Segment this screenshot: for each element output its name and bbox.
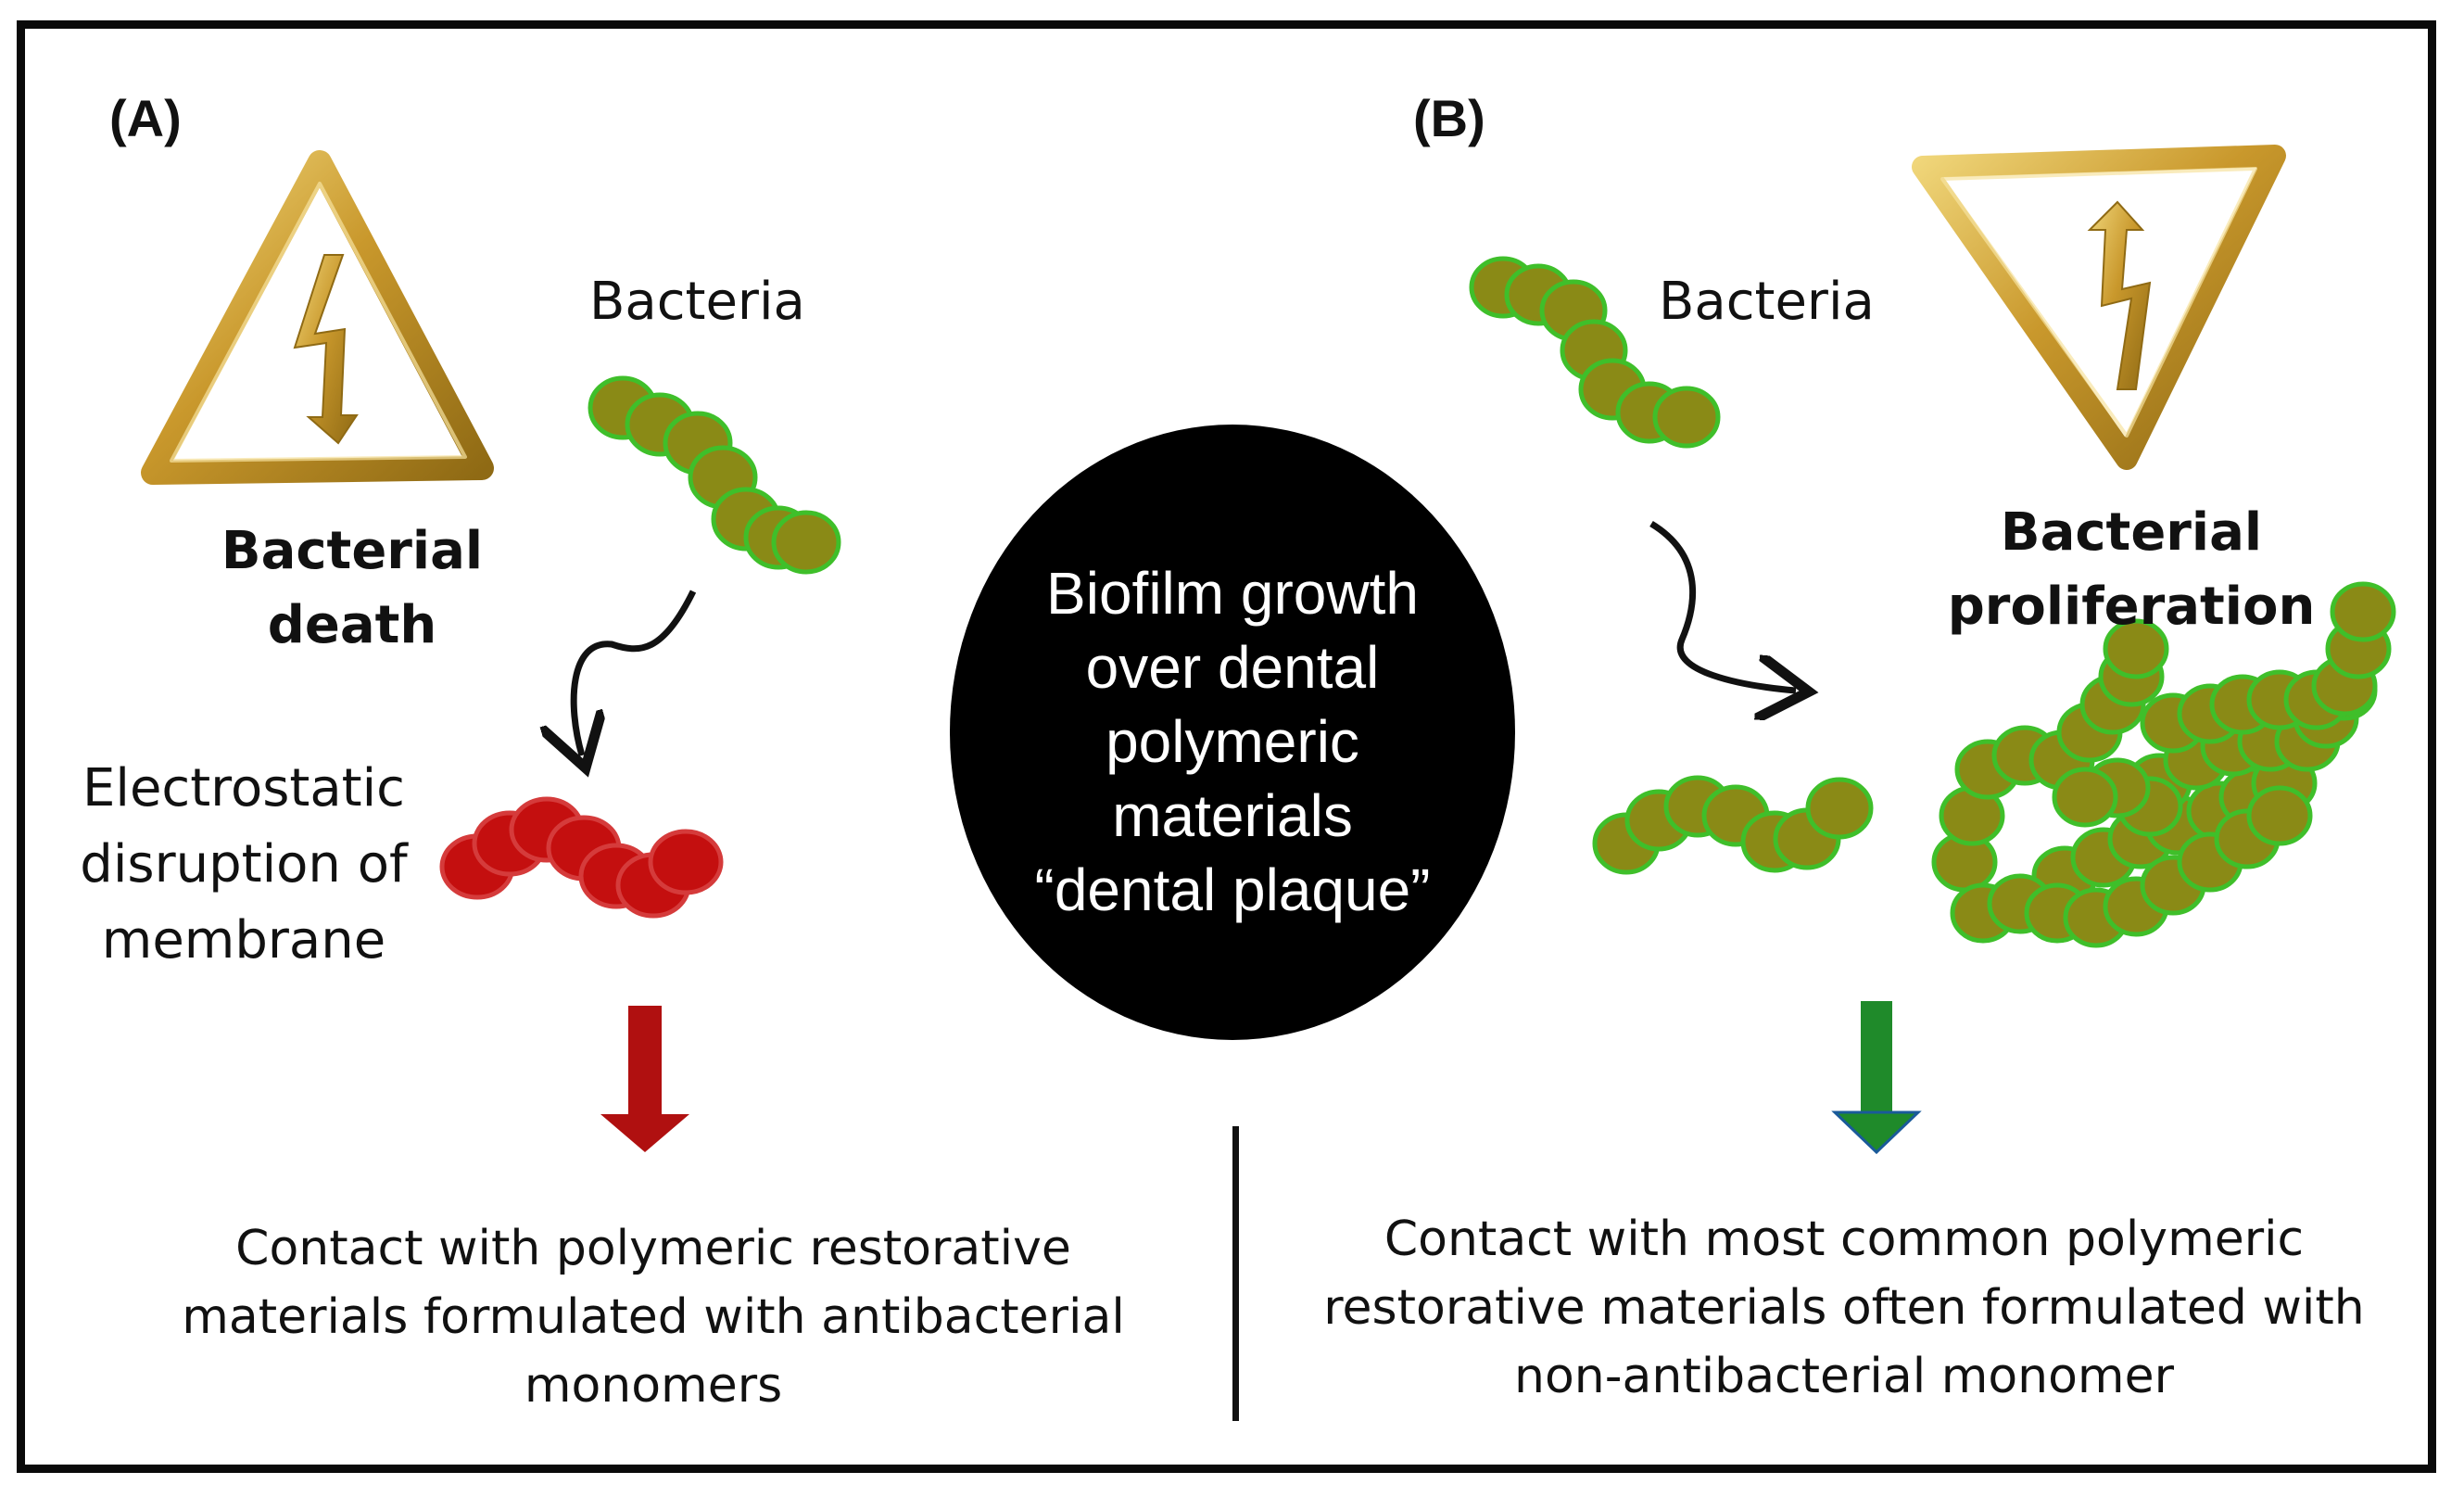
bacteria-cell [2330, 581, 2396, 642]
caption-b: Contact with most common polymeric resto… [1297, 1205, 2391, 1411]
panel-label-a: (A) [109, 89, 182, 147]
outcome-label-a: Bacterial death [204, 514, 500, 663]
curved-arrow-a [574, 590, 697, 755]
panel-label-b: (B) [1413, 89, 1485, 147]
bacteria-chain-a [588, 375, 841, 575]
lightning-warning-inverted-triangle-icon [1912, 145, 2286, 470]
panel-divider [1232, 1126, 1239, 1421]
mechanism-line3: membrane [101, 910, 386, 971]
caption-a-line3: monomers [524, 1358, 783, 1414]
mechanism-label: Electrostatic disruption of membrane [72, 751, 415, 979]
dead-bacteria-chain [439, 796, 724, 919]
biofilm-center-circle [950, 425, 1515, 1040]
bacteria-chain-b-small [1592, 775, 1874, 875]
caption-a: Contact with polymeric restorative mater… [120, 1214, 1186, 1420]
caption-a-line1: Contact with polymeric restorative [235, 1221, 1071, 1276]
outcome-label-b: Bacterial proliferation [1927, 496, 2335, 644]
down-arrow-red [600, 1006, 689, 1152]
down-arrow-green [1831, 1001, 1922, 1155]
outcome-b-line2: proliferation [1947, 577, 2316, 637]
mechanism-line2: disruption of [80, 834, 408, 894]
center-text: Biofilm growth over dental polymeric mat… [950, 556, 1515, 927]
center-line2: over dental [1085, 634, 1380, 701]
bacteria-cell [1805, 777, 1874, 840]
dead-bacteria-cell [648, 829, 724, 895]
caption-a-line2: materials formulated with antibacterial [182, 1289, 1125, 1345]
bacteria-label-b: Bacteria [1659, 272, 1875, 332]
mechanism-line1: Electrostatic [82, 758, 405, 818]
bacteria-cell [1652, 386, 1721, 449]
bacteria-chain-b [1469, 256, 1721, 449]
bacteria-proliferation-cluster [1931, 581, 2396, 948]
caption-b-line2: restorative materials often formulated w… [1323, 1280, 2365, 1336]
bacteria-cell [771, 510, 841, 575]
bacteria-cell [2246, 785, 2313, 846]
curved-arrow-b [1649, 521, 1796, 691]
center-line4: materials [1112, 782, 1353, 849]
bacteria-label-a: Bacteria [589, 272, 805, 332]
figure-frame [17, 20, 2436, 1473]
caption-b-line1: Contact with most common polymeric [1384, 1212, 2305, 1267]
bacteria-cell [2052, 767, 2118, 828]
center-line3: polymeric [1106, 708, 1359, 775]
center-line1: Biofilm growth [1046, 560, 1419, 627]
caption-b-line3: non-antibacterial monomer [1514, 1349, 2174, 1404]
outcome-a-line1: Bacterial [221, 521, 484, 581]
outcome-a-line2: death [267, 595, 437, 655]
outcome-b-line1: Bacterial [2000, 502, 2263, 563]
lightning-warning-triangle-icon [141, 150, 494, 485]
center-line5: “dental plaque” [1034, 856, 1431, 923]
bacteria-cell [2103, 618, 2169, 679]
